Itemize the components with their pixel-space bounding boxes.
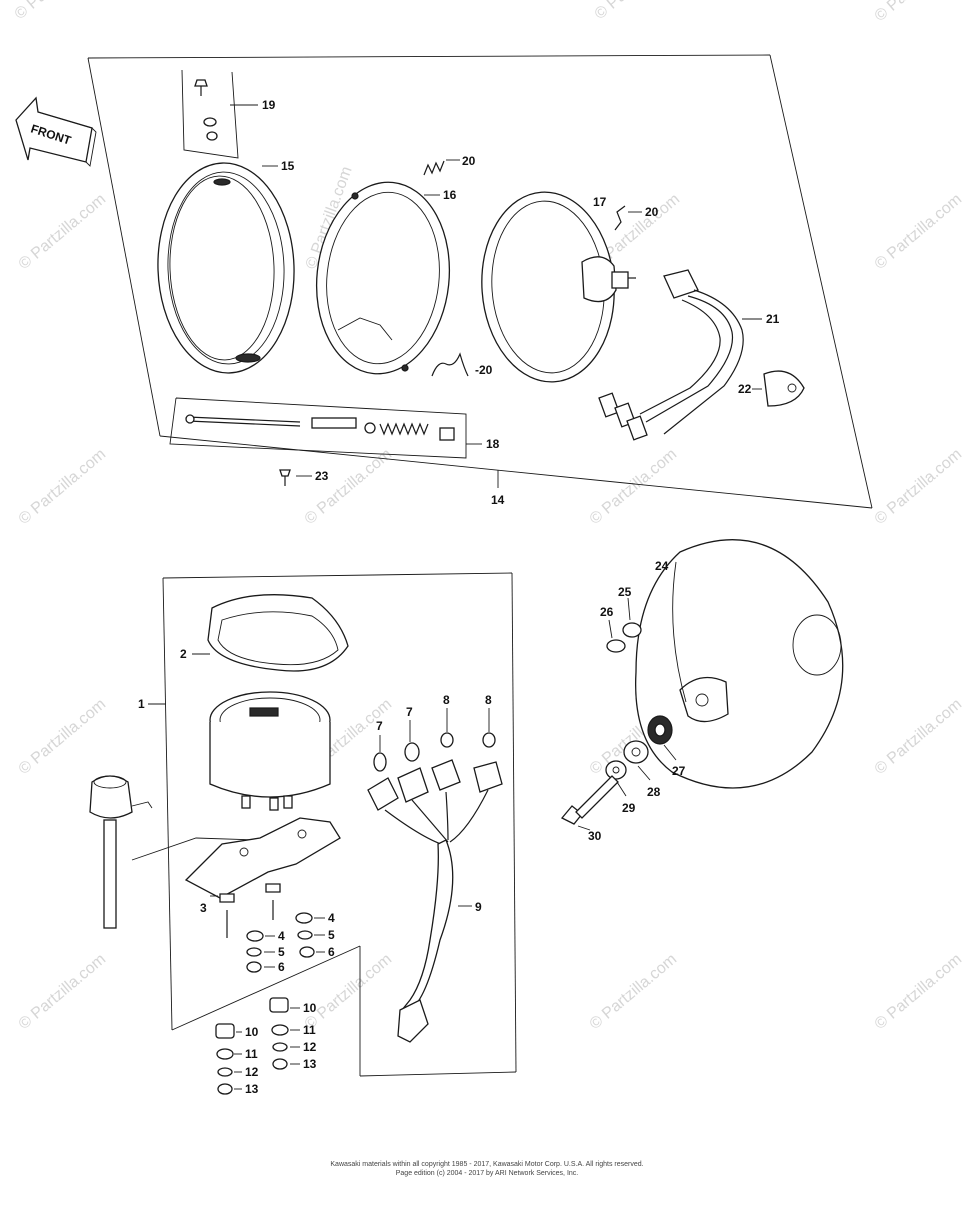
parts-25-26-nut-washer	[606, 597, 642, 653]
callout-23: 23	[315, 469, 329, 483]
leader-switch	[131, 837, 259, 861]
callout-14: 14	[491, 493, 505, 507]
part-19-screw-set	[181, 69, 258, 159]
callout-21: 21	[766, 312, 780, 326]
meter-body	[209, 691, 331, 811]
parts-10-13-hardware	[215, 997, 300, 1095]
callout-25: 25	[618, 585, 632, 599]
callout-1: 1	[138, 697, 145, 711]
callout-6a: 6	[278, 960, 285, 974]
watermark-layer: © Partzilla.com © Partzilla.com © Partzi…	[12, 0, 966, 1033]
watermark: © Partzilla.com	[16, 446, 110, 528]
part-20-spring	[614, 205, 642, 231]
callout-27: 27	[672, 764, 686, 778]
meter-group-outline	[162, 572, 517, 1077]
parts-27-30-mounting-hardware	[560, 715, 677, 831]
watermark: © Partzilla.com	[872, 446, 966, 528]
callout-26: 26	[600, 605, 614, 619]
part-17-sealed-beam	[481, 191, 636, 383]
callout-7a: 7	[376, 719, 383, 733]
part-3-meter-bracket	[184, 817, 341, 938]
callout-5b: 5	[328, 928, 335, 942]
front-arrow: FRONT	[15, 96, 97, 167]
callout-10a: 10	[303, 1001, 317, 1015]
part-23-screw	[279, 469, 312, 486]
callout-19: 19	[262, 98, 276, 112]
callout-28: 28	[647, 785, 661, 799]
part-24-headlight-housing	[634, 539, 844, 789]
callout-18: 18	[486, 437, 500, 451]
part-20-spring	[423, 159, 460, 176]
callout-9: 9	[475, 900, 482, 914]
copyright-line-2: Page edition (c) 2004 - 2017 by ARI Netw…	[396, 1170, 579, 1177]
callout-4a: 4	[278, 929, 285, 943]
callout-20c: -20	[475, 363, 493, 377]
callout-13b: 13	[245, 1082, 259, 1096]
callout-8a: 8	[443, 693, 450, 707]
callout-5a: 5	[278, 945, 285, 959]
callout-3: 3	[200, 901, 207, 915]
watermark: © Partzilla.com	[12, 0, 106, 23]
callout-15: 15	[281, 159, 295, 173]
part-22-socket-cover	[752, 370, 805, 407]
watermark: © Partzilla.com	[872, 191, 966, 273]
watermark: © Partzilla.com	[302, 951, 396, 1033]
callout-12a: 12	[303, 1040, 317, 1054]
callout-10b: 10	[245, 1025, 259, 1039]
ignition-switch	[89, 775, 153, 929]
callout-4b: 4	[328, 911, 335, 925]
watermark: © Partzilla.com	[587, 951, 681, 1033]
front-arrow-icon	[15, 96, 93, 163]
callout-8b: 8	[485, 693, 492, 707]
part-20-spring	[431, 352, 469, 377]
callout-20a: 20	[462, 154, 476, 168]
parts-4-5-6-hardware	[246, 912, 325, 973]
watermark: © Partzilla.com	[872, 0, 966, 25]
callout-13a: 13	[303, 1057, 317, 1071]
callout-11a: 11	[303, 1023, 316, 1037]
copyright-line-1: Kawasaki materials within all copyright …	[330, 1161, 643, 1168]
headlight-group-outline	[87, 54, 873, 509]
callout-16: 16	[443, 188, 457, 202]
callout-22: 22	[738, 382, 752, 396]
callout-17: 17	[593, 195, 607, 209]
callout-6b: 6	[328, 945, 335, 959]
watermark: © Partzilla.com	[872, 951, 966, 1033]
watermark: © Partzilla.com	[16, 696, 110, 778]
callout-24: 24	[655, 559, 669, 573]
watermark: © Partzilla.com	[872, 696, 966, 778]
parts-7-8-bulbs	[373, 708, 496, 772]
watermark: © Partzilla.com	[16, 951, 110, 1033]
callout-11b: 11	[245, 1047, 258, 1061]
callout-30: 30	[588, 829, 602, 843]
callout-20b: 20	[645, 205, 659, 219]
part-18-adjusting-screw-kit	[169, 397, 482, 459]
part-21-socket-harness	[598, 269, 762, 441]
part-9-meter-harness	[367, 759, 503, 1043]
part-16-mounting-ring	[315, 181, 451, 375]
part-2-meter-visor	[192, 594, 349, 672]
watermark: © Partzilla.com	[592, 0, 686, 23]
callout-7b: 7	[406, 705, 413, 719]
callout-29: 29	[622, 801, 636, 815]
callout-2: 2	[180, 647, 187, 661]
part-15-headlight-rim	[157, 162, 295, 374]
callout-12b: 12	[245, 1065, 259, 1079]
watermark: © Partzilla.com	[16, 191, 110, 273]
